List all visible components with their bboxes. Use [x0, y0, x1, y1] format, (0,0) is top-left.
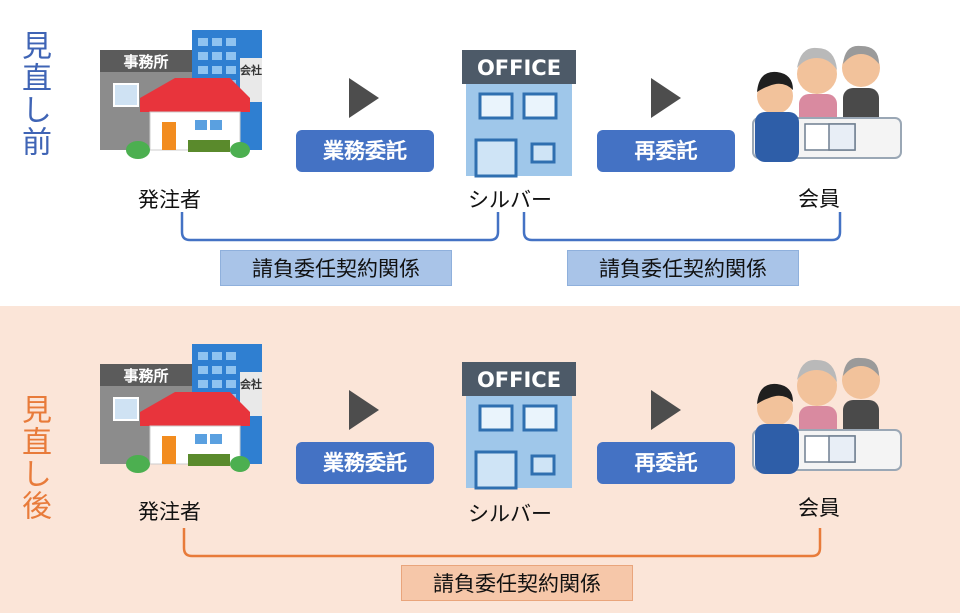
contract-label: 請負委任契約関係: [567, 250, 799, 286]
member-people-icon: [752, 45, 902, 162]
label-resubcontract: 再委託: [597, 130, 735, 172]
office-sign: 事務所: [123, 53, 168, 71]
node-label-silver: シルバー: [468, 502, 552, 526]
member-people-icon: [752, 357, 902, 474]
node-label-client: 発注者: [138, 188, 201, 212]
client-building-icon: 会社 事務所: [100, 344, 262, 473]
label-outsource: 業務委託: [296, 130, 434, 172]
heading-after: 見直し後: [16, 394, 51, 522]
arrow-triangle-icon: [349, 390, 379, 430]
svg-text:OFFICE: OFFICE: [477, 56, 561, 80]
office-sign: 事務所: [123, 367, 168, 385]
node-label-member: 会員: [798, 187, 840, 211]
heading-before: 見直し前: [16, 30, 51, 158]
label-resubcontract: 再委託: [597, 442, 735, 484]
client-building-icon: 会社 事務所: [100, 30, 262, 159]
node-label-member: 会員: [798, 496, 840, 520]
label-outsource: 業務委託: [296, 442, 434, 484]
arrow-triangle-icon: [651, 78, 681, 118]
contract-label: 請負委任契約関係: [220, 250, 452, 286]
company-sign: 会社: [240, 63, 262, 77]
arrow-triangle-icon: [651, 390, 681, 430]
panel-before: 見直し前 会社 事務所 発注者 業務委託 OFFICE: [0, 0, 960, 306]
contract-bracket-2: [522, 212, 842, 242]
office-building-icon: OFFICE: [462, 50, 576, 178]
contract-bracket-1: [180, 212, 500, 242]
node-label-client: 発注者: [138, 500, 201, 524]
svg-text:OFFICE: OFFICE: [477, 368, 561, 392]
office-building-icon: OFFICE: [462, 362, 576, 490]
node-label-silver: シルバー: [468, 188, 552, 212]
contract-label: 請負委任契約関係: [401, 565, 633, 601]
company-sign: 会社: [240, 377, 262, 391]
panel-after: 見直し後 会社 事務所 発注者 業務委託 OFFICE: [0, 306, 960, 613]
contract-bracket: [182, 528, 822, 558]
arrow-triangle-icon: [349, 78, 379, 118]
